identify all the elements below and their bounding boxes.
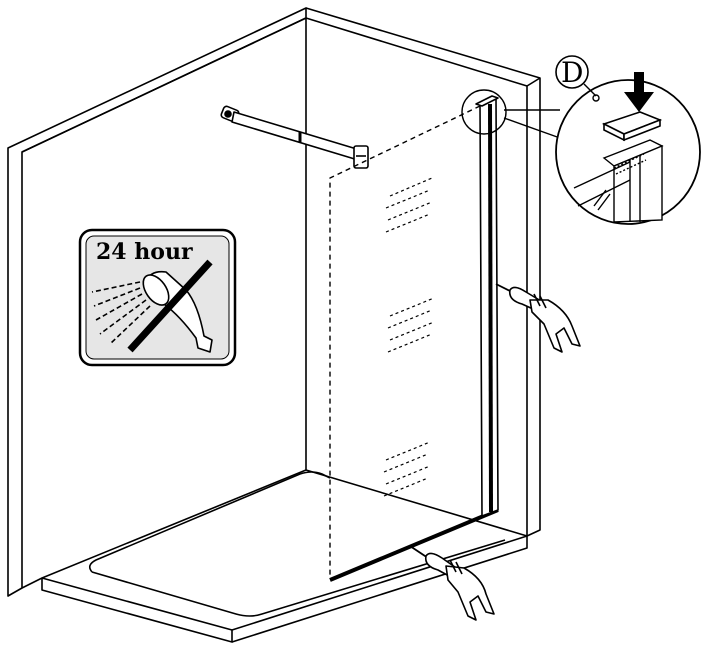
glass-panel	[329, 95, 499, 582]
detail-callout: D	[461, 55, 701, 225]
glass-bottom-seal	[329, 508, 499, 582]
shower-tray	[41, 469, 528, 643]
glass-dashed-edge	[329, 105, 481, 578]
end-cap	[601, 111, 663, 142]
arrow-down-icon	[624, 72, 654, 112]
glass-reflection-top	[385, 177, 433, 233]
glass-reflection-middle	[387, 297, 435, 353]
tray-front-edge	[41, 578, 233, 643]
back-wall-top	[305, 7, 541, 537]
shower-head-crossed-icon	[91, 259, 213, 353]
callout-letter: D	[561, 56, 583, 89]
callout-source-circle	[461, 89, 507, 135]
sealant-nozzle-right	[495, 283, 581, 353]
tray-basin	[88, 471, 506, 617]
stabiliser-bar	[220, 105, 369, 169]
24-hour-notice-badge: 24 hour	[78, 228, 237, 367]
sealant-nozzle-bottom	[409, 545, 495, 621]
glass-reflection-bottom	[383, 441, 431, 497]
tray-top	[41, 469, 528, 631]
badge-text: 24 hour	[96, 239, 193, 265]
magnified-profile	[573, 139, 664, 223]
